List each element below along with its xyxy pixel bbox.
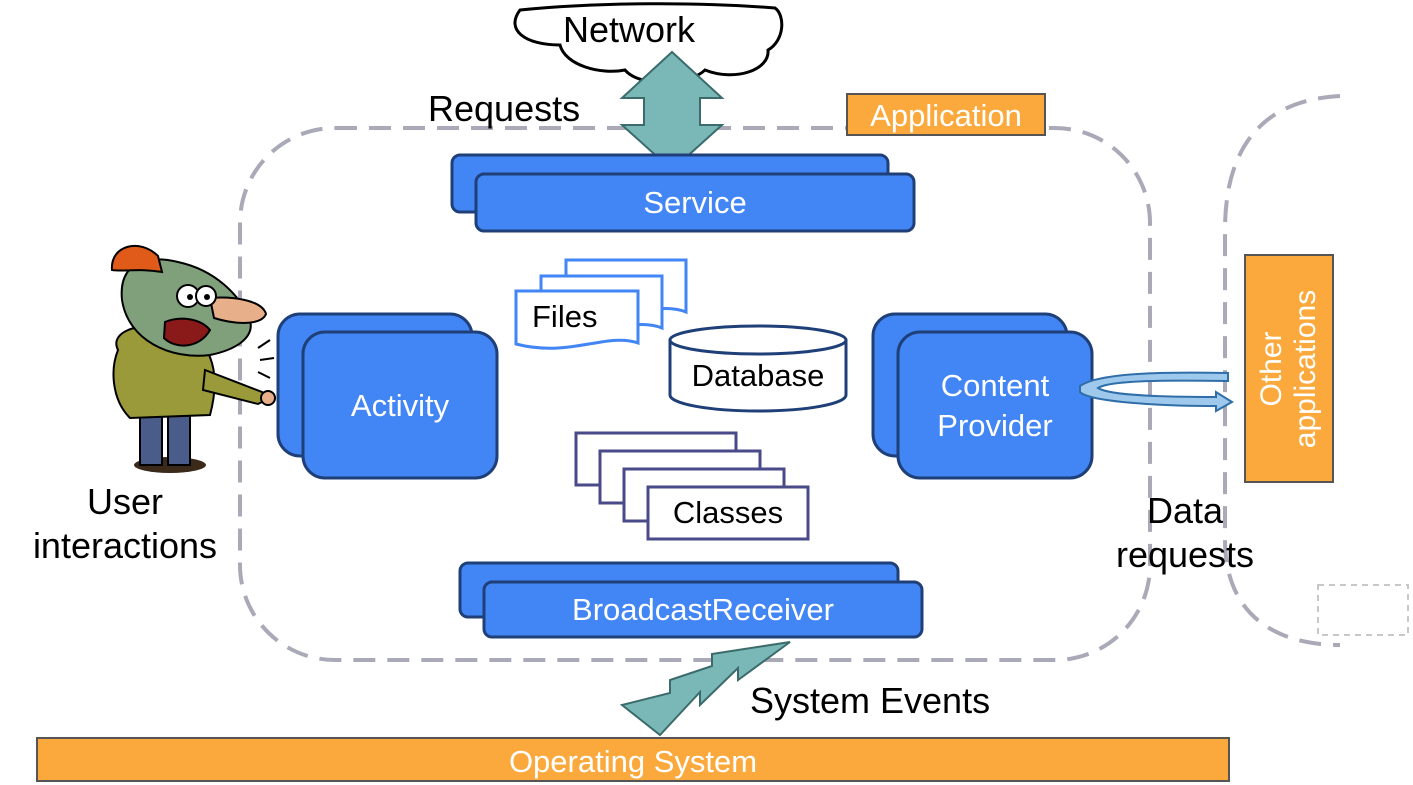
network-cloud [513,2,784,84]
service-label: Service [643,185,747,220]
content-provider-box [896,330,1094,480]
other-applications-label-line1: Other [1255,330,1288,407]
files-label: Files [532,299,598,334]
data-request-arrow [1079,371,1234,413]
other-applications-badge: Other applications [1244,254,1334,483]
activity-label: Activity [350,388,450,423]
other-applications-label-line2: applications [1289,289,1322,448]
placeholder-box [1317,584,1409,636]
application-badge: Application [846,93,1046,136]
data-requests-label-line2: requests [1115,534,1255,575]
content-provider-label-line1: Content [940,368,1050,403]
system-events-label: System Events [750,680,991,721]
activity-box [301,330,499,480]
files-icon [514,258,688,350]
system-events-arrow [619,641,791,737]
service-box [474,172,916,233]
broadcast-receiver-label: BroadcastReceiver [572,592,834,627]
classes-icon [574,431,810,541]
network-label: Network [563,9,696,50]
user-interactions-label-line2: interactions [32,525,218,566]
other-applications-boundary [1223,94,1341,647]
user-cartoon-icon [110,244,276,473]
database-label: Database [691,358,825,393]
classes-label: Classes [672,495,784,530]
user-interactions-label-line1: User [86,481,163,522]
broadcast-receiver-box [482,580,924,639]
database-icon [668,324,848,413]
requests-label: Requests [428,88,581,129]
data-requests-label-line1: Data [1146,490,1224,531]
operating-system-bar: Operating System [36,737,1230,782]
content-provider-label-line2: Provider [937,408,1053,443]
